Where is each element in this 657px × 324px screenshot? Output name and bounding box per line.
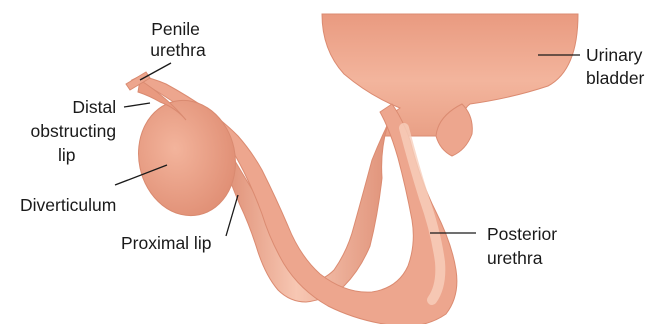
label-urinary-bladder: Urinary bladder — [586, 45, 647, 88]
label-posterior-urethra: Posterior urethra — [487, 224, 562, 268]
label-penile-urethra: Penile urethra — [150, 19, 206, 60]
leader-penile-urethra — [140, 63, 171, 80]
leader-proximal-lip — [226, 195, 238, 236]
leader-distal-lip — [124, 103, 150, 107]
label-distal-obstructing-lip: Distal obstructing lip — [31, 97, 121, 165]
label-proximal-lip: Proximal lip — [121, 233, 211, 253]
label-diverticulum: Diverticulum — [20, 195, 116, 215]
diverticulum-shape — [128, 91, 246, 224]
